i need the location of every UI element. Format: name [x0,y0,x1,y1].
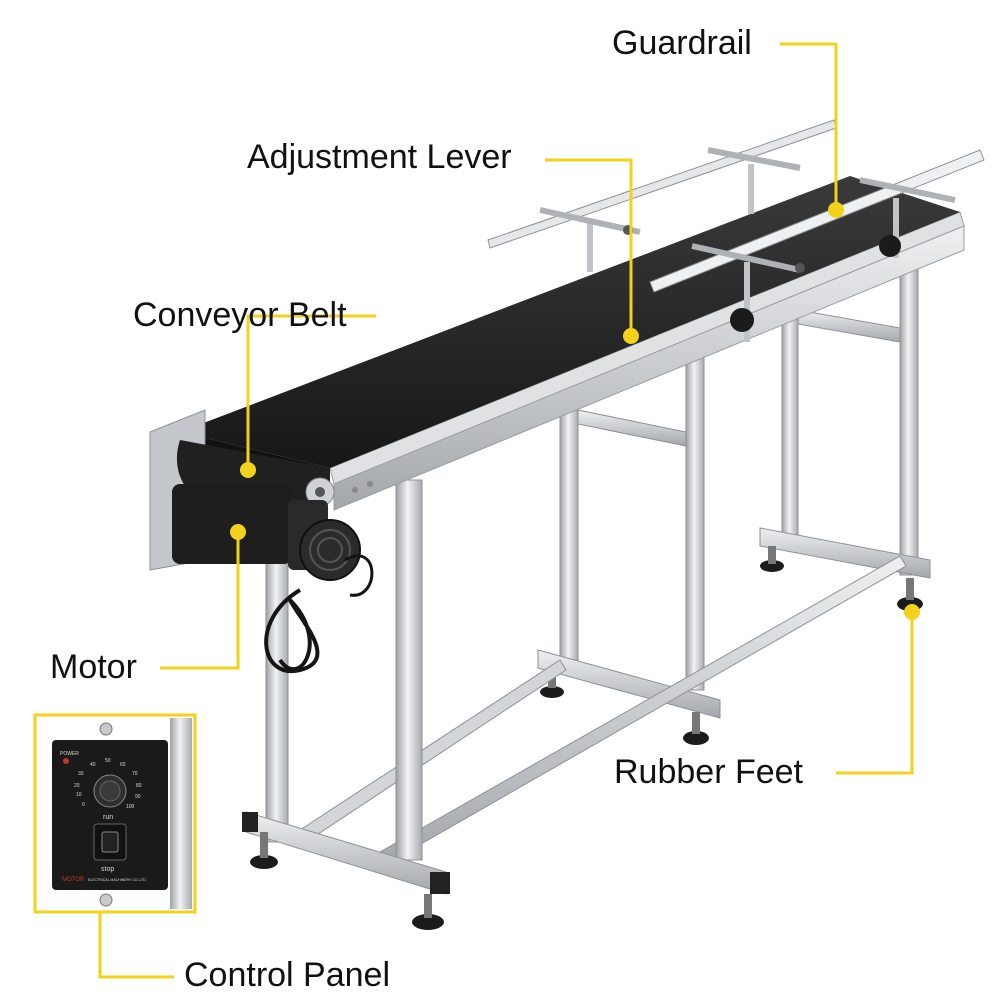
callout-lines [98,42,914,979]
bottom-rails [299,555,907,865]
panel-tick-50: 50 [105,758,111,764]
motor-body [172,484,374,674]
adjustment-lever-label: Adjustment Lever [247,138,512,176]
callout-dots [230,202,920,620]
panel-tick-20: 20 [74,783,80,789]
control-panel-inset [33,713,197,914]
motor-label: Motor [50,648,137,686]
panel-maker-text: ELECTRICAL MACHINERY CO.,LTD [88,878,146,882]
panel-tick-90: 90 [135,794,141,800]
guardrail-label: Guardrail [612,24,752,62]
side-frame [329,211,965,511]
middle-legs [537,349,721,745]
panel-tick-70: 70 [132,771,138,777]
panel-tick-0: 0 [82,802,85,808]
panel-stop-text: stop [101,866,114,873]
front-legs [242,479,450,930]
panel-power-text: POWER [60,751,79,757]
panel-tick-40: 40 [90,762,96,768]
panel-tick-80: 80 [136,783,142,789]
rubber-feet-label: Rubber Feet [614,753,803,791]
panel-tick-10: 10 [76,792,82,798]
panel-tick-60: 60 [120,762,126,768]
panel-tick-100: 100 [126,804,135,810]
panel-run-text: run [103,814,113,821]
guardrails [487,119,985,342]
control-panel-label: Control Panel [184,956,391,994]
panel-tick-30: 30 [78,771,84,777]
panel-brand-text: MOTOR [62,877,85,883]
conveyor-belt-label: Conveyor Belt [133,296,347,334]
